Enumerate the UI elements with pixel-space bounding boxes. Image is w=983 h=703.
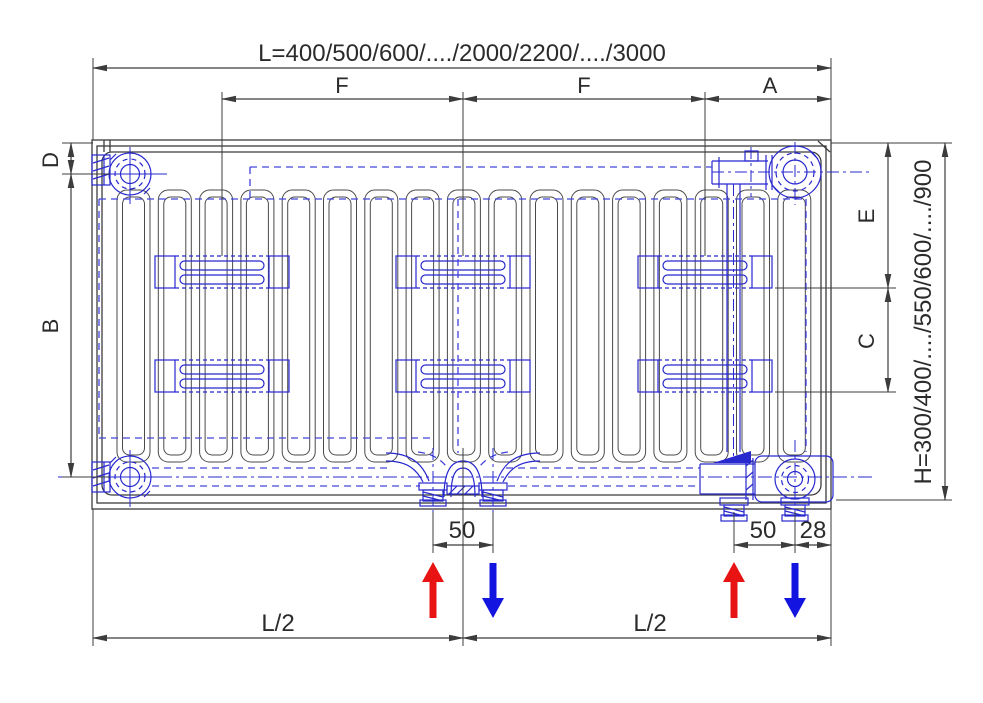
supply-arrow-valve: [723, 562, 745, 618]
left-flange-top: [91, 154, 111, 186]
channel: [612, 189, 647, 463]
dim-label-28: 28: [800, 517, 827, 544]
channel: [653, 189, 688, 463]
corner-chamfer: [817, 140, 831, 153]
flow-marker-triangle: [713, 451, 751, 463]
channel: [570, 189, 605, 463]
channel: [694, 189, 729, 463]
channel-array: [116, 189, 812, 463]
dim-label-50-center: 50: [449, 517, 476, 544]
dim-label-overall-height: H=300/400/..../550/600/..../900: [910, 160, 937, 485]
channel: [446, 189, 481, 463]
valve-connection-block: [699, 440, 834, 532]
dim-label-d: D: [38, 152, 63, 168]
dim-label-f-left: F: [335, 73, 348, 98]
dim-label-e: E: [854, 209, 879, 224]
channel: [736, 189, 770, 463]
channel: [240, 189, 275, 463]
dim-label-half-length-left: L/2: [261, 610, 294, 637]
channel: [281, 189, 316, 463]
dim-label-a: A: [763, 73, 778, 98]
channel: [323, 189, 357, 463]
channel: [488, 189, 523, 463]
flow-path-dashed: [98, 166, 807, 487]
dim-label-overall-length: L=400/500/600/..../2000/2200/..../3000: [258, 40, 666, 67]
radiator-body-outline: [91, 139, 832, 510]
dim-label-half-length-right: L/2: [633, 610, 666, 637]
channel: [116, 189, 151, 463]
dim-label-b: B: [38, 319, 63, 334]
labels-layer: L=400/500/600/..../2000/2200/..../3000 F…: [38, 40, 937, 637]
return-arrow-center: [482, 563, 504, 618]
dimension-lines: [67, 64, 949, 642]
thermostatic-valve: [711, 142, 872, 460]
channel: [364, 189, 399, 463]
dim-label-c: C: [854, 333, 879, 349]
channel: [157, 189, 192, 463]
dim-label-50-valve: 50: [750, 517, 777, 544]
channel: [405, 189, 440, 463]
supply-arrow-center: [422, 562, 444, 618]
flow-arrows: [422, 562, 806, 618]
return-arrow-valve: [784, 563, 806, 618]
channel: [529, 189, 564, 463]
channel: [199, 189, 234, 463]
dim-label-f-right: F: [577, 73, 590, 98]
